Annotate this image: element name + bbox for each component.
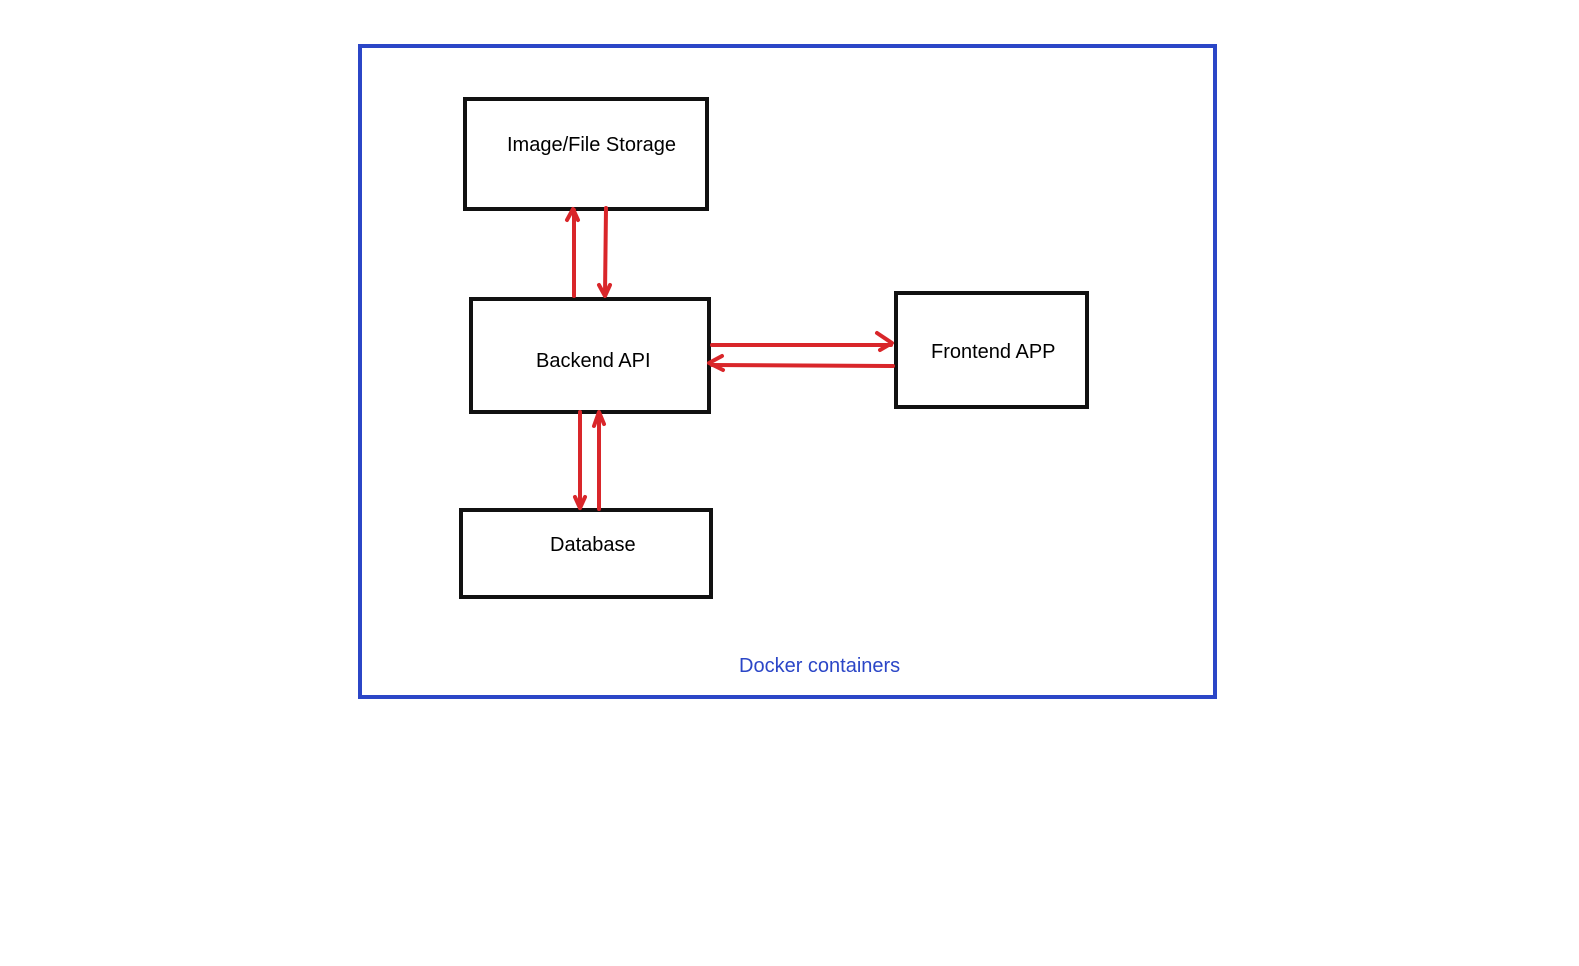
frontend-app-box: Frontend APP — [894, 291, 1089, 409]
backend-api-box: Backend API — [469, 297, 711, 414]
docker-containers-label: Docker containers — [739, 655, 901, 677]
image-file-storage-box: Image/File Storage — [463, 97, 709, 211]
database-box: Database — [459, 508, 713, 599]
docker-containers-boundary — [358, 44, 1217, 699]
frontend-app-label: Frontend APP — [931, 341, 1056, 363]
backend-api-label: Backend API — [536, 350, 651, 372]
database-label: Database — [550, 534, 636, 556]
image-file-storage-label: Image/File Storage — [507, 134, 676, 156]
